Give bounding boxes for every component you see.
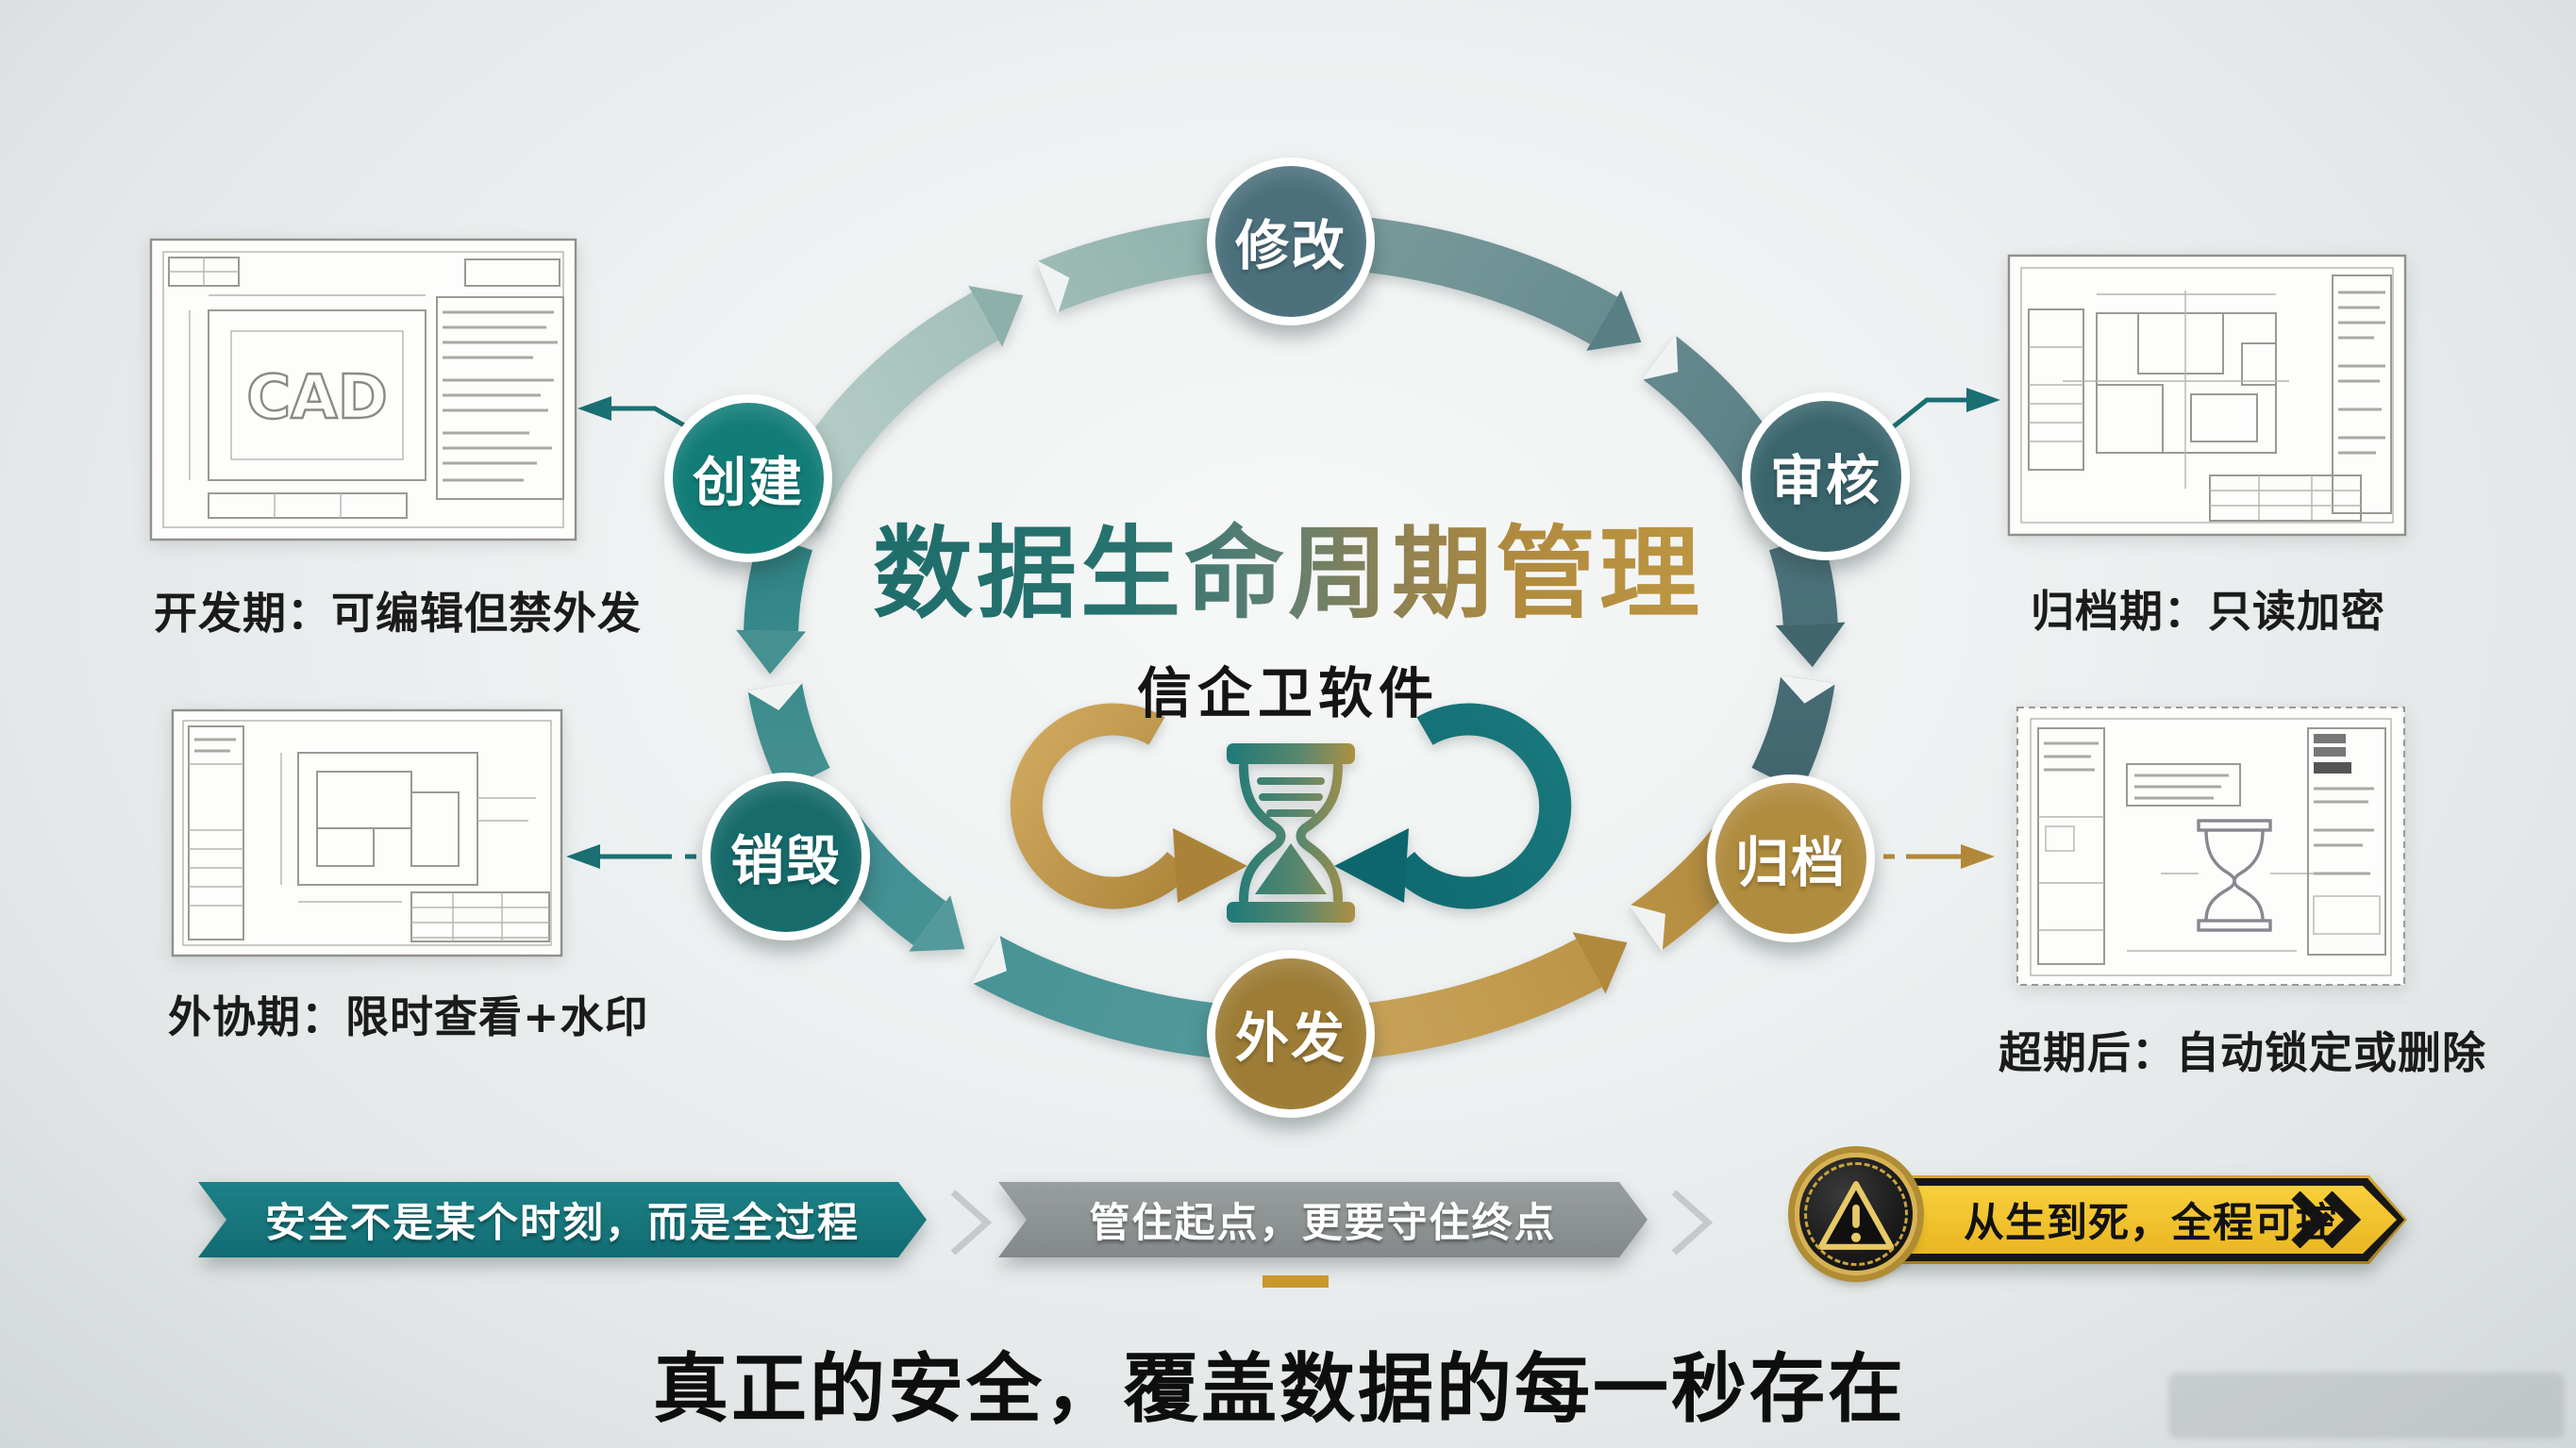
node-archive: 归档: [1707, 774, 1875, 942]
caption-dev-stage: 开发期：可编辑但禁外发: [154, 588, 642, 639]
node-outgoing: 外发: [1207, 950, 1375, 1118]
warning-badge: [1795, 1153, 1917, 1275]
banner-endpoint: 管住起点，更要守住终点: [998, 1182, 1648, 1257]
banner-controllable-text: 从生到死，全程可控: [1964, 1200, 2337, 1247]
caption-archive-stage: 归档期：只读加密: [2031, 586, 2385, 637]
chevron-right-icon: [950, 1190, 993, 1256]
banner-endpoint-text: 管住起点，更要守住终点: [1089, 1200, 1557, 1247]
banner-process-text: 安全不是某个时刻，而是全过程: [265, 1200, 860, 1247]
cad-drawing-expired-card: [2014, 704, 2408, 989]
connector-arrow-destroy-to-outsource-card: [566, 844, 696, 869]
brand-subtitle: 信企卫软件: [1136, 661, 1440, 725]
watermark-blur: [2168, 1373, 2565, 1439]
connector-arrow-archive-to-expired-card: [1883, 844, 1995, 869]
warning-triangle-icon: [1817, 1181, 1895, 1250]
node-destroy: 销毁: [702, 773, 870, 940]
node-create: 创建: [664, 394, 832, 562]
lifecycle-center-icon: [1010, 703, 1572, 923]
bottom-slogan: 真正的安全，覆盖数据的每一秒存在: [653, 1345, 1906, 1433]
connector-arrow-review-to-archive-card: [1892, 388, 2000, 428]
banner-process: 安全不是某个时刻，而是全过程: [198, 1182, 927, 1257]
chevron-right-icon: [1671, 1190, 1714, 1256]
curved-arrow-left-teal-icon: [1334, 703, 1572, 909]
hourglass-icon: [1227, 743, 1355, 923]
banner-controllable: 从生到死，全程可控: [1892, 1175, 2407, 1264]
cad-drawing-outsource-card: [170, 707, 564, 958]
curved-arrow-right-gold-icon: [1010, 703, 1247, 909]
caption-expired-stage: 超期后：自动锁定或删除: [1999, 1027, 2486, 1078]
cad-drawing-archive-card: [2006, 253, 2408, 538]
cad-watermark-text: CAD: [246, 363, 388, 433]
gold-accent-divider: [1263, 1275, 1329, 1288]
caption-outsource-stage: 外协期：限时查看+水印: [168, 991, 649, 1042]
node-review: 审核: [1742, 392, 1910, 560]
cad-drawing-dev-card: CAD: [148, 237, 578, 542]
page-title: 数据生命周期管理: [873, 492, 1703, 638]
double-chevron-right-icon: [2291, 1191, 2362, 1248]
hourglass-sketch: [2197, 819, 2272, 932]
node-modify: 修改: [1207, 158, 1375, 325]
